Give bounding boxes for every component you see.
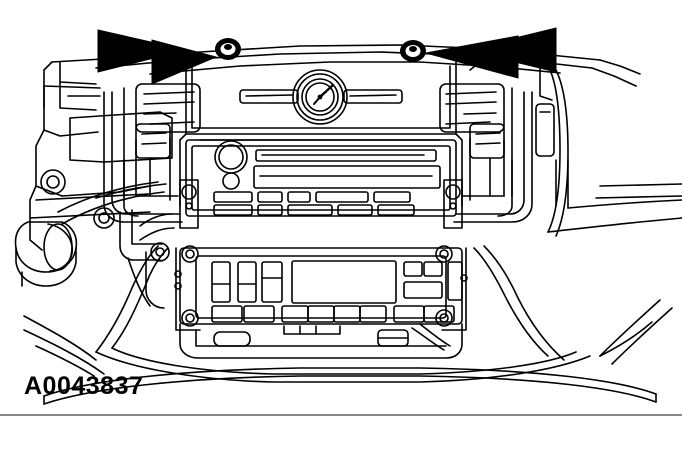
upper-retaining-screws <box>215 38 426 62</box>
cd-slot <box>255 149 437 162</box>
left-lower-trim <box>23 315 105 377</box>
hvac-screw-top-right <box>435 245 453 263</box>
center-bracketry <box>93 207 175 309</box>
lower-console <box>179 323 463 359</box>
callout-arrows <box>97 27 557 85</box>
right-dash-structure <box>467 51 682 237</box>
right-vent-register <box>439 83 533 223</box>
headlamp-switch-knob <box>14 221 78 287</box>
left-vent-lower-blade <box>135 123 171 159</box>
caption-divider-rule <box>0 414 682 416</box>
audio-unit <box>185 139 457 217</box>
console-grommet <box>93 207 115 229</box>
hvac-display <box>291 260 397 304</box>
analog-clock <box>292 69 348 125</box>
clock-needle <box>318 83 335 99</box>
top-left-panel-edge <box>43 81 101 111</box>
part-number-label: A0043837 <box>24 372 144 400</box>
audio-unit-brackets <box>179 179 463 229</box>
right-upper-screw <box>400 40 426 62</box>
hvac-screw-top-left <box>181 245 199 263</box>
hvac-control-module <box>179 247 463 325</box>
radio-display <box>253 165 441 189</box>
hvac-screw-bottom-left <box>181 309 199 327</box>
radio-screw-right <box>445 184 461 200</box>
hvac-slider-1 <box>211 261 231 303</box>
hvac-slider-2 <box>237 261 257 303</box>
hvac-corner-screws <box>174 245 468 331</box>
clock-trim-bars <box>239 89 403 104</box>
right-lower-trim <box>599 299 673 365</box>
left-vent-upper-blade <box>135 83 201 133</box>
left-small-bezel <box>40 169 66 195</box>
right-side-switch <box>535 103 555 157</box>
hvac-slider-3 <box>261 261 283 303</box>
right-vent-upper-blade <box>439 83 505 133</box>
left-arrow-upper <box>97 29 187 73</box>
radio-screw-left <box>181 184 197 200</box>
right-arrow-lower <box>425 35 519 79</box>
center-stack-upper-bezel <box>179 59 463 207</box>
left-arrow-lower <box>151 39 218 85</box>
hvac-screw-bottom-right <box>435 309 453 327</box>
right-vent-lower-blade <box>469 123 505 159</box>
left-upper-screw <box>215 38 241 60</box>
console-oval-button <box>213 331 251 347</box>
radio-small-knob <box>222 172 240 190</box>
